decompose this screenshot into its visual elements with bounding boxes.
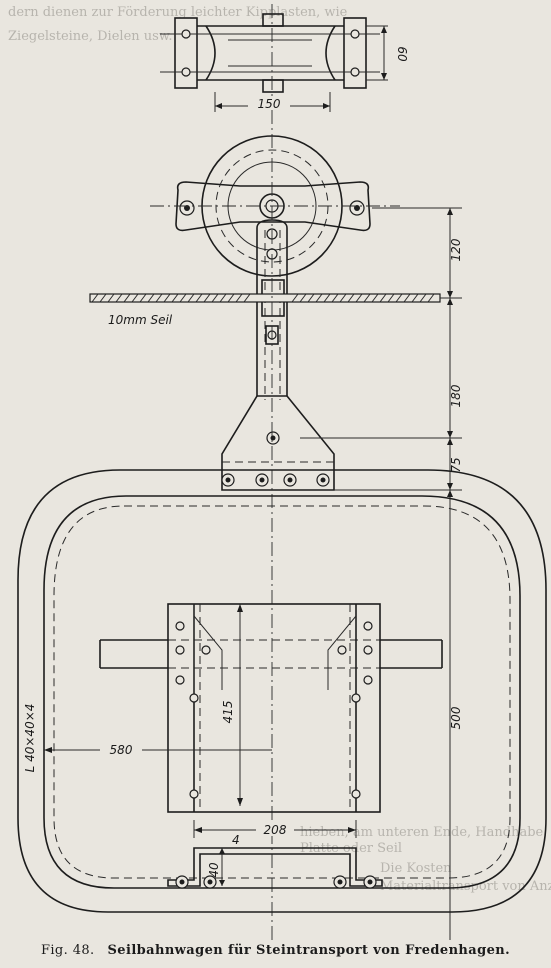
dim-label-40: 40 [207,862,221,878]
bolt-icon [175,645,185,655]
bolt-icon [363,645,373,655]
dimension-half-width: 580 [44,742,272,757]
bolt-icon [175,675,185,685]
figure-number: Fig. 48. [40,943,95,958]
bolt-icon [351,789,361,799]
dim-label-150: 150 [258,97,281,111]
bleed-line-3: hieben, am unteren Ende, Handhabe [300,825,544,840]
cross-bar [99,639,443,669]
dimension-pulley-width: 150 [214,92,331,112]
bolt-icon [337,645,347,655]
dimension-base-width: 208 [193,820,357,838]
figure-caption: Fig. 48. Seilbahnwagen für Steintranspor… [0,943,551,958]
hanger-arm [221,219,335,491]
bleed-line-5: Die Kosten [380,861,452,876]
dim-label-180: 180 [449,384,463,407]
dim-label-580: 580 [110,743,133,757]
bleed-through-text: dern dienen zur Förderung leichter Kippl… [8,5,551,894]
bolt-icon [350,29,360,39]
rope: 10mm Seil [89,293,441,327]
figure-title: Seilbahnwagen für Steintransport von Fre… [107,943,511,958]
bolt-icon [351,693,361,703]
bolt-icon [350,67,360,77]
bolt-icon [181,67,191,77]
dim-label-4: 4 [232,833,240,847]
profile-label: L 40×40×4 [23,704,37,773]
bleed-line-2: Ziegelsteine, Dielen usw. [8,29,173,44]
dim-label-500: 500 [449,706,463,729]
bolt-icon [175,621,185,631]
dimension-pulley-height: 60 [366,25,409,81]
base-bracket: 4 40 [167,833,383,889]
dimension-chain-right: 120 180 75 500 [300,207,463,940]
dim-label-208: 208 [264,823,287,837]
pulley-top-view [160,4,380,96]
dim-label-60: 60 [395,46,409,62]
dim-label-120: 120 [449,238,463,261]
bolt-icon [363,675,373,685]
box-bolts [175,621,373,799]
load-box: 415 [167,603,381,813]
rope-label: 10mm Seil [108,313,173,327]
dim-label-415: 415 [221,701,235,724]
bolt-icon [201,645,211,655]
bolt-icon [189,693,199,703]
bolt-icon [363,621,373,631]
outer-frame [17,469,547,913]
bolt-icon [181,29,191,39]
bolt-icon [189,789,199,799]
dim-label-75: 75 [449,457,463,472]
